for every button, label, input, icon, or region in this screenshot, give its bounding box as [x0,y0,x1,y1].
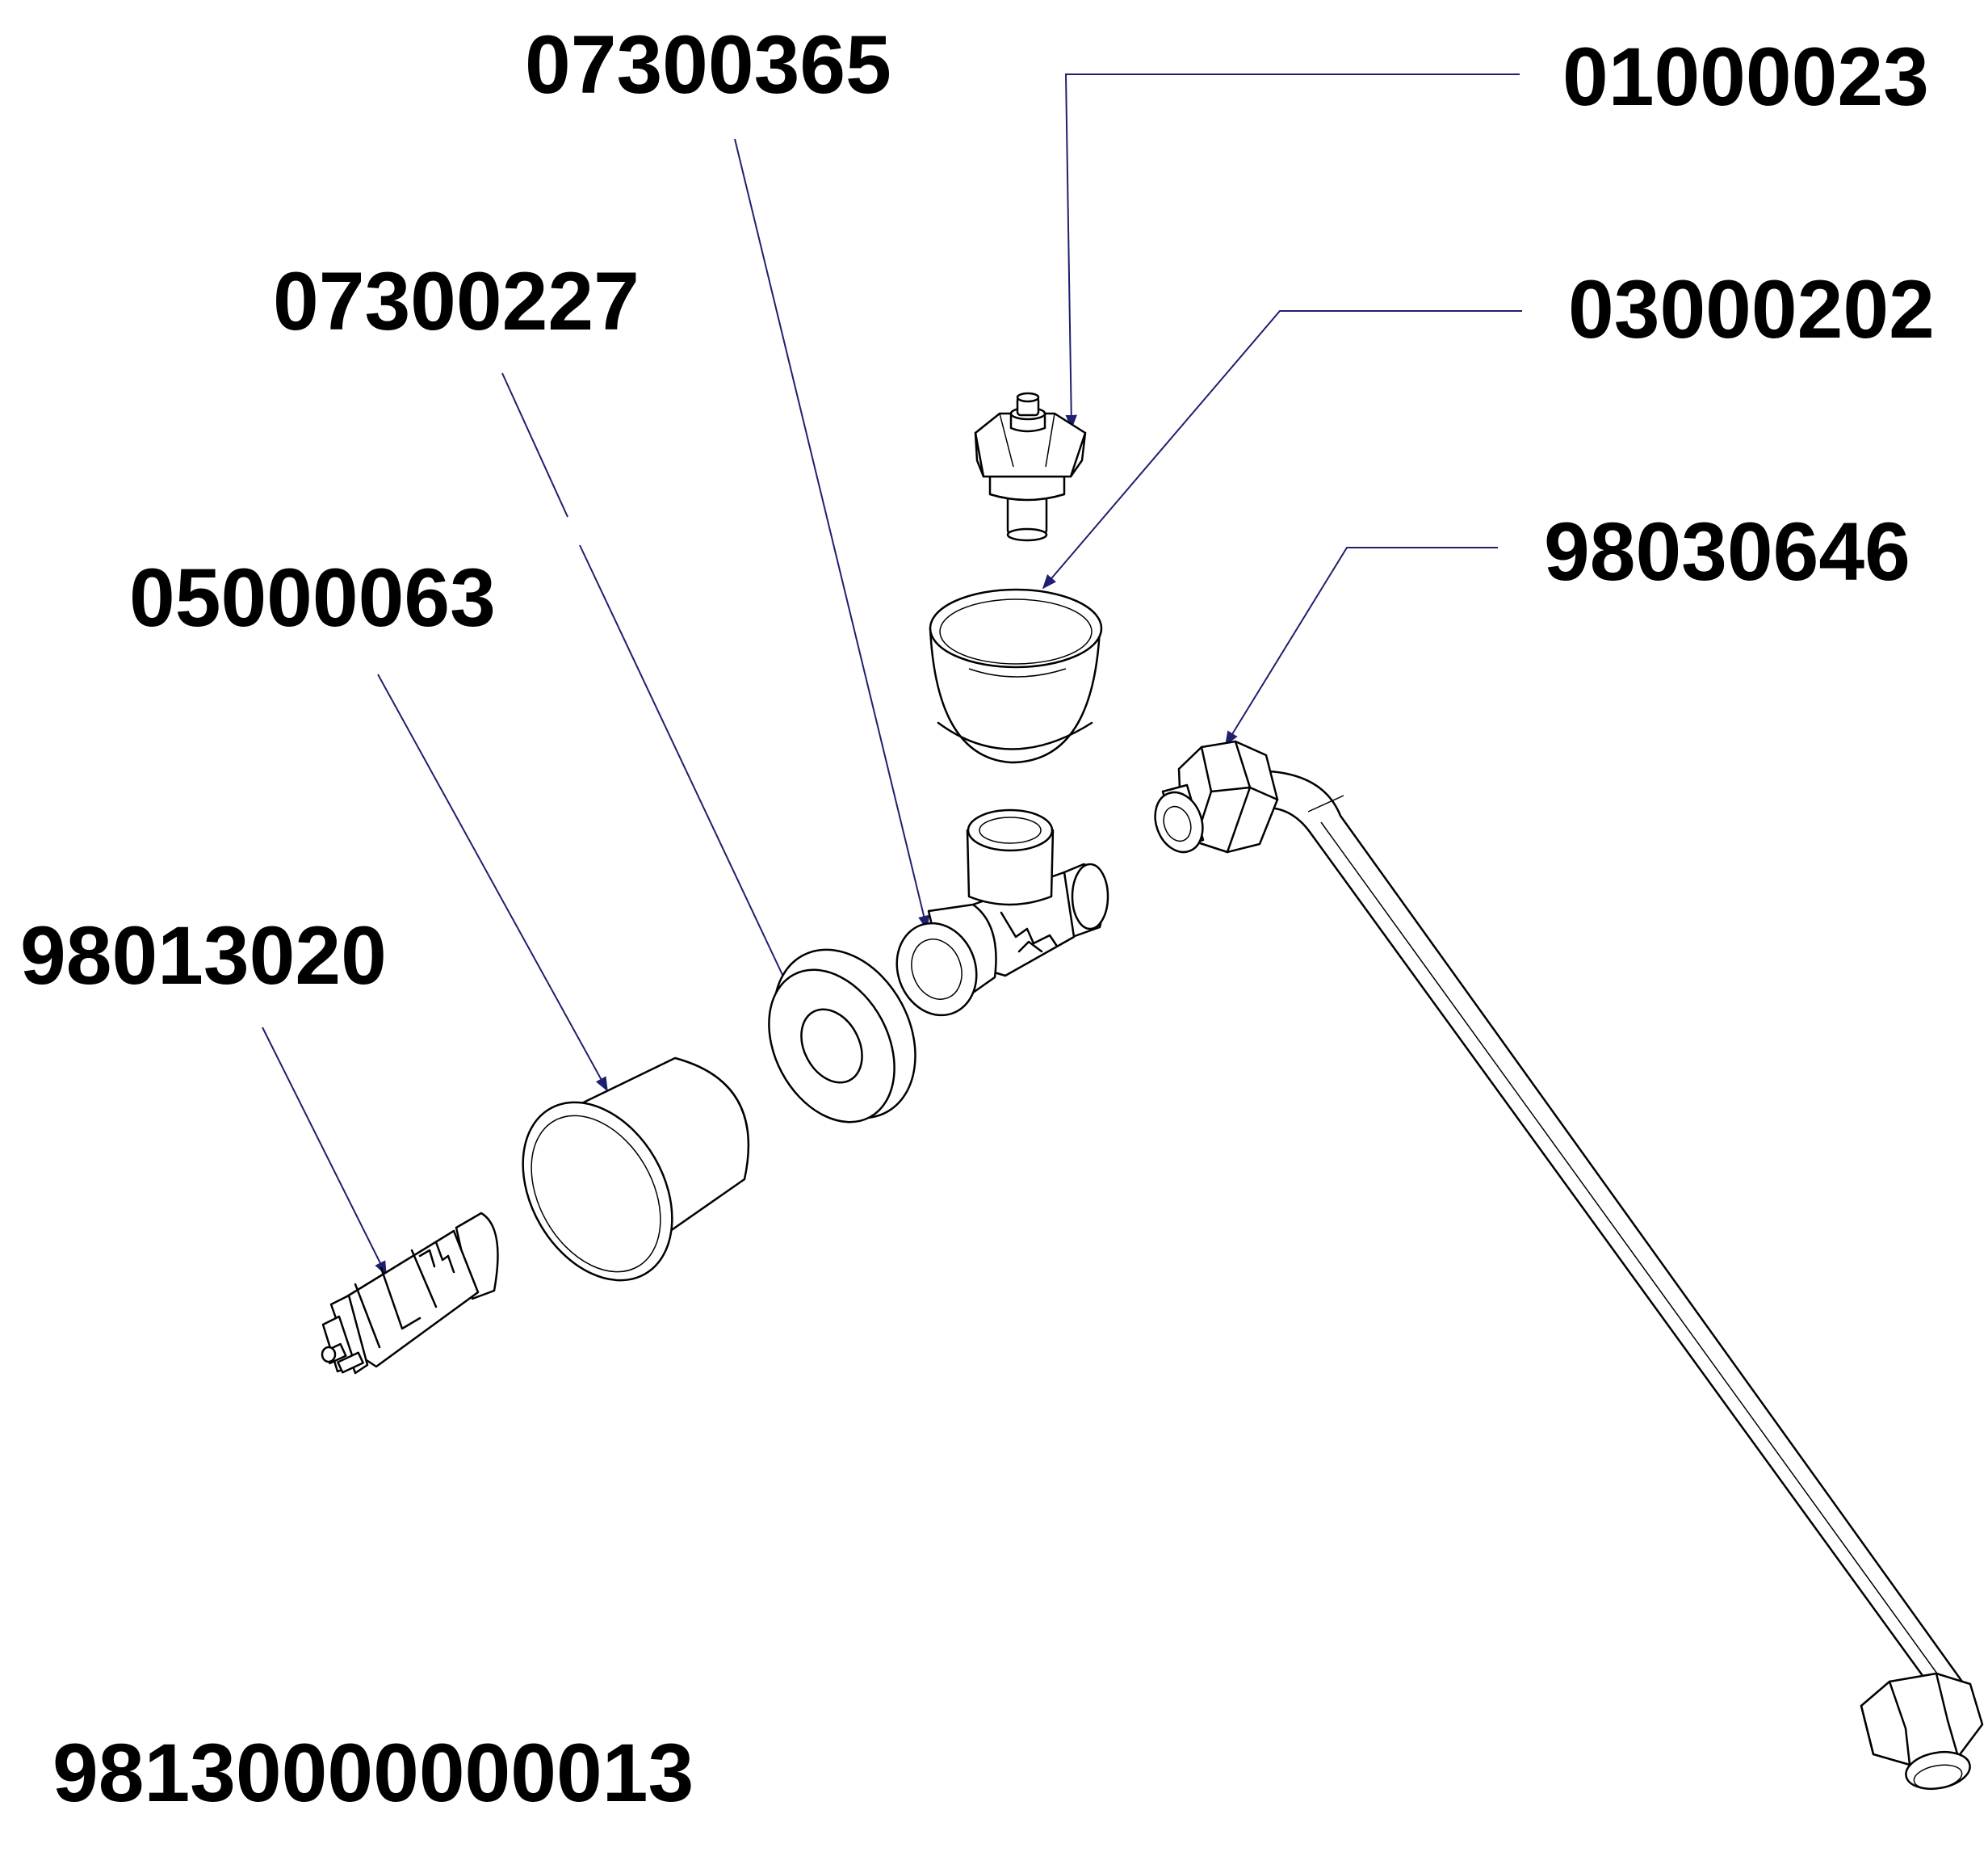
assembly-number: 98130000000013 [52,1727,694,1819]
tee-fitting-icon [895,808,1109,1017]
valve-cartridge-icon [321,1212,499,1375]
part-number-07300365: 07300365 [525,19,891,111]
sleeve-icon [522,1056,750,1282]
bent-tube-icon [1154,740,1984,1791]
leader-07300365 [734,138,930,930]
part-number-98013020: 98013020 [20,909,387,1002]
part-number-05000063: 05000063 [129,552,496,644]
leader-07300227-b [579,544,804,1021]
leader-98013020 [262,1027,387,1276]
leader-lines [262,73,1522,1276]
leader-03000202 [1042,310,1522,590]
leader-01000023 [1064,73,1520,430]
part-number-01000023: 01000023 [1562,31,1929,123]
leader-98030646 [1225,547,1498,746]
washer-icon [768,948,916,1123]
hex-nipple-icon [974,392,1087,542]
leader-07300227 [501,372,568,518]
leader-05000063 [377,674,608,1092]
cup-icon [929,588,1103,764]
part-number-07300227: 07300227 [273,255,640,347]
part-number-98030646: 98030646 [1544,506,1910,598]
part-number-03000202: 03000202 [1568,263,1935,355]
